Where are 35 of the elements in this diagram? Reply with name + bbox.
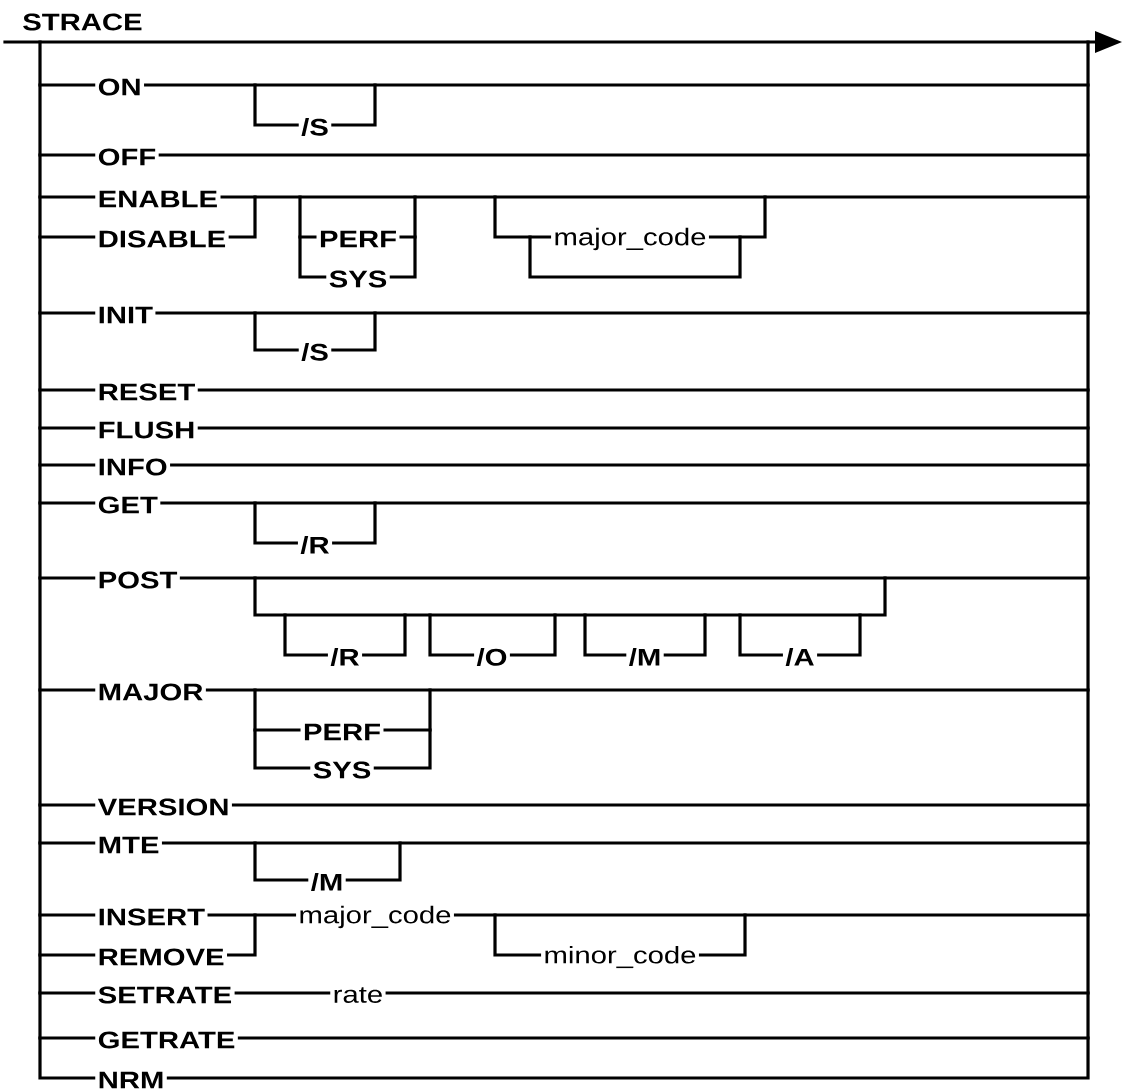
parameter: major_code (296, 905, 454, 929)
keyword: RESET (95, 383, 198, 401)
option: PERF (300, 723, 384, 741)
keyword: SETRATE (95, 986, 235, 1004)
option: /R (297, 536, 333, 554)
keyword: INFO (95, 458, 171, 476)
keyword: GETRATE (95, 1031, 238, 1049)
keyword: VERSION (95, 798, 232, 816)
keyword: INIT (95, 306, 156, 324)
option: PERF (316, 230, 400, 248)
keyword: MAJOR (95, 683, 206, 701)
option: /S (298, 343, 332, 361)
option: /A (782, 648, 818, 666)
option: /M (626, 648, 664, 666)
keyword: POST (95, 571, 180, 589)
option: /R (327, 648, 363, 666)
keyword: INSERT (95, 908, 208, 926)
keyword: GET (95, 496, 161, 514)
keyword: ON (95, 78, 145, 96)
start-keyword: STRACE (23, 13, 142, 31)
option: /S (298, 118, 332, 136)
parameter: minor_code (541, 945, 699, 969)
keyword: NRM (95, 1071, 167, 1089)
option: SYS (326, 270, 390, 288)
option: SYS (310, 761, 374, 779)
keyword: ENABLE (95, 190, 221, 208)
option: /M (308, 873, 346, 891)
parameter: rate (330, 987, 386, 1003)
parameter: major_code (551, 227, 709, 251)
keyword: OFF (95, 148, 159, 166)
keyword: FLUSH (95, 421, 198, 439)
option: /O (474, 648, 510, 666)
keyword: DISABLE (95, 230, 229, 248)
keyword: MTE (95, 836, 162, 854)
keyword: REMOVE (95, 948, 228, 966)
